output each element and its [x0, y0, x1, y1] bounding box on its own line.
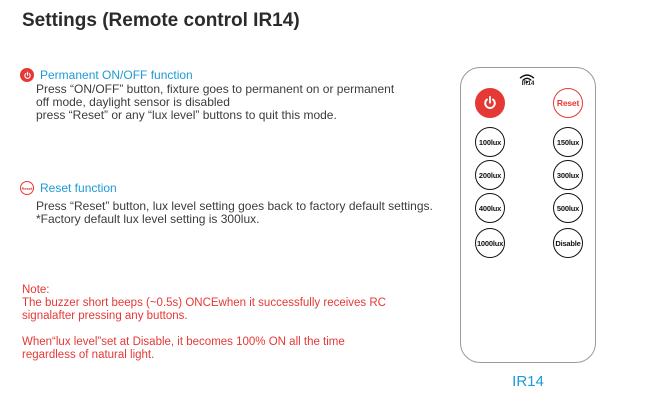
reset-description: Press “Reset” button, lux level setting … [36, 200, 460, 226]
remote-150lux-button[interactable]: 150lux [553, 127, 583, 157]
onoff-description: Press “ON/OFF” button, fixture goes to p… [36, 83, 460, 122]
note-line: signalafter pressing any buttons. [22, 310, 188, 322]
power-icon [20, 68, 34, 82]
note-block: Note: The buzzer short beeps (~0.5s) ONC… [22, 284, 386, 362]
remote-disable-button[interactable]: Disable [553, 228, 583, 258]
remote-400lux-button[interactable]: 400lux [475, 193, 505, 223]
remote-reset-button[interactable]: Reset [553, 88, 583, 118]
onoff-section: Permanent ON/OFF function Press “ON/OFF”… [20, 67, 460, 122]
remote-300lux-button[interactable]: 300lux [553, 160, 583, 190]
note-line: When“lux level”set at Disable, it become… [22, 336, 345, 348]
reset-line: *Factory default lux level setting is 30… [36, 212, 260, 226]
remote-caption: IR14 [512, 373, 544, 390]
note-line: The buzzer short beeps (~0.5s) ONCEwhen … [22, 297, 386, 309]
remote-200lux-button[interactable]: 200lux [475, 160, 505, 190]
reset-title: Reset function [40, 181, 117, 195]
onoff-line: Press “ON/OFF” button, fixture goes to p… [36, 82, 395, 96]
onoff-title: Permanent ON/OFF function [40, 68, 193, 82]
remote-500lux-button[interactable]: 500lux [553, 193, 583, 223]
reset-icon: Reset [20, 181, 34, 195]
remote-100lux-button[interactable]: 100lux [475, 127, 505, 157]
wireless-signal-icon [519, 74, 535, 83]
onoff-line: off mode, daylight sensor is disabled [36, 95, 230, 109]
remote-1000lux-button[interactable]: 1000lux [475, 228, 505, 258]
note-line: Note: [22, 284, 50, 296]
onoff-line: press “Reset” or any “lux level” buttons… [36, 108, 337, 122]
page-title: Settings (Remote control IR14) [22, 10, 300, 31]
remote-power-button[interactable] [475, 88, 505, 118]
reset-section: Reset Reset function Press “Reset” butto… [20, 180, 460, 226]
reset-header: Reset Reset function [20, 180, 460, 196]
note-line: regardless of natural light. [22, 349, 155, 361]
remote-model-label: IR14 [521, 81, 535, 87]
remote-control: IR14 Reset 100lux 150lux 200lux 300lux 4… [460, 67, 596, 363]
power-icon [484, 96, 496, 109]
reset-line: Press “Reset” button, lux level setting … [36, 199, 433, 213]
onoff-header: Permanent ON/OFF function [20, 67, 460, 83]
